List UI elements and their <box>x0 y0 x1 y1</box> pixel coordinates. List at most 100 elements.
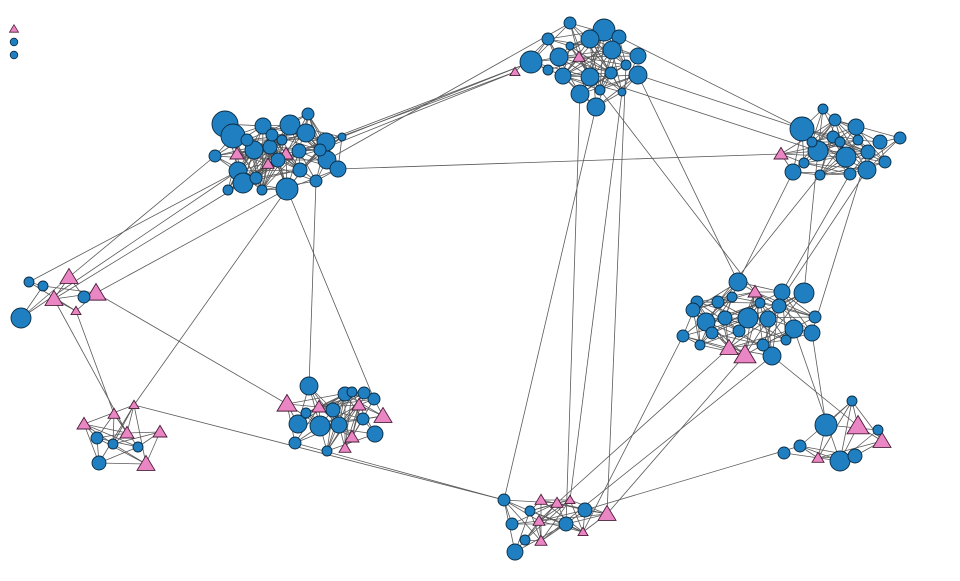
circle-node <box>367 392 381 406</box>
triangle-node <box>572 50 586 62</box>
edge <box>503 499 540 522</box>
circle-node <box>784 319 804 339</box>
circle-node <box>549 47 569 67</box>
circle-node <box>793 282 815 304</box>
circle-node <box>817 103 829 115</box>
circle-node <box>814 169 826 181</box>
edge <box>133 188 288 406</box>
edge <box>337 153 782 170</box>
edge <box>319 71 516 151</box>
edge <box>133 404 505 501</box>
circle-node <box>288 414 308 434</box>
circle-node <box>325 402 341 418</box>
circle-node <box>330 416 348 434</box>
edge <box>569 91 623 501</box>
edge <box>728 328 795 349</box>
circle-node <box>346 386 358 398</box>
edge <box>744 302 761 356</box>
legend <box>8 23 20 60</box>
triangle-node <box>152 424 168 438</box>
edge <box>344 391 354 449</box>
circle-node <box>505 517 519 531</box>
circle-node <box>694 339 706 351</box>
edge <box>286 188 375 400</box>
circle-node <box>497 493 511 507</box>
edge <box>599 89 756 293</box>
circle-node <box>732 324 746 338</box>
edge <box>817 440 883 459</box>
legend-circle-marker <box>9 50 19 60</box>
triangle-node <box>846 414 870 435</box>
edge <box>711 302 761 334</box>
circle-node <box>629 47 647 65</box>
edge <box>589 76 819 152</box>
circle-node <box>519 50 543 74</box>
triangle-node <box>136 454 156 471</box>
circle-node <box>313 143 327 157</box>
circle-node <box>321 445 333 457</box>
circle-node <box>604 66 618 80</box>
edge <box>53 182 244 300</box>
edge <box>20 170 239 319</box>
circle-node <box>309 174 323 188</box>
edge <box>529 499 571 512</box>
circle-node <box>852 134 864 146</box>
triangle-node <box>509 66 521 77</box>
circle-node <box>366 425 384 443</box>
triangle-node <box>338 441 352 453</box>
circle-node <box>620 59 632 71</box>
triangle-node <box>733 343 757 364</box>
edge <box>547 38 581 95</box>
edge <box>112 443 147 465</box>
edge <box>68 155 216 278</box>
edge <box>618 36 803 130</box>
edge <box>606 64 627 515</box>
circle-node <box>756 338 770 352</box>
circle-node <box>759 310 777 328</box>
circle-node <box>265 128 279 142</box>
circle-node <box>254 117 272 135</box>
circle-node <box>829 450 851 472</box>
circle-node <box>77 290 91 304</box>
circle-node <box>132 441 144 453</box>
circle-node <box>519 534 531 546</box>
triangle-node <box>747 284 763 298</box>
triangle-node <box>773 146 789 160</box>
triangle-node <box>577 526 589 537</box>
triangle-node <box>70 305 82 316</box>
triangle-node <box>107 407 121 419</box>
edge <box>133 404 148 465</box>
circle-node <box>835 146 857 168</box>
circle-node <box>276 134 288 146</box>
circle-node <box>288 436 302 450</box>
circle-node <box>872 424 884 436</box>
edge <box>569 22 591 78</box>
edge <box>83 404 135 425</box>
edge <box>699 330 740 346</box>
edge <box>737 171 794 283</box>
circle-node <box>806 136 818 148</box>
circle-node <box>240 133 254 147</box>
edge <box>28 170 239 283</box>
circle-node <box>771 298 787 314</box>
circle-node <box>275 177 299 201</box>
circle-node <box>586 97 606 117</box>
edge <box>95 292 288 405</box>
circle-node <box>292 162 308 178</box>
edge <box>308 180 317 387</box>
triangle-node <box>119 425 135 439</box>
circle-node <box>220 123 246 149</box>
circle-node <box>506 543 524 561</box>
edge <box>556 347 730 504</box>
circle-node <box>878 155 892 169</box>
edge <box>811 332 827 426</box>
edge <box>637 74 803 130</box>
legend-triangle-marker <box>8 23 20 33</box>
circle-node <box>594 84 606 96</box>
circle-node <box>570 84 590 104</box>
circle-node <box>705 326 719 340</box>
circle-node <box>301 107 315 121</box>
edge <box>503 499 542 542</box>
triangle-node <box>532 514 546 526</box>
